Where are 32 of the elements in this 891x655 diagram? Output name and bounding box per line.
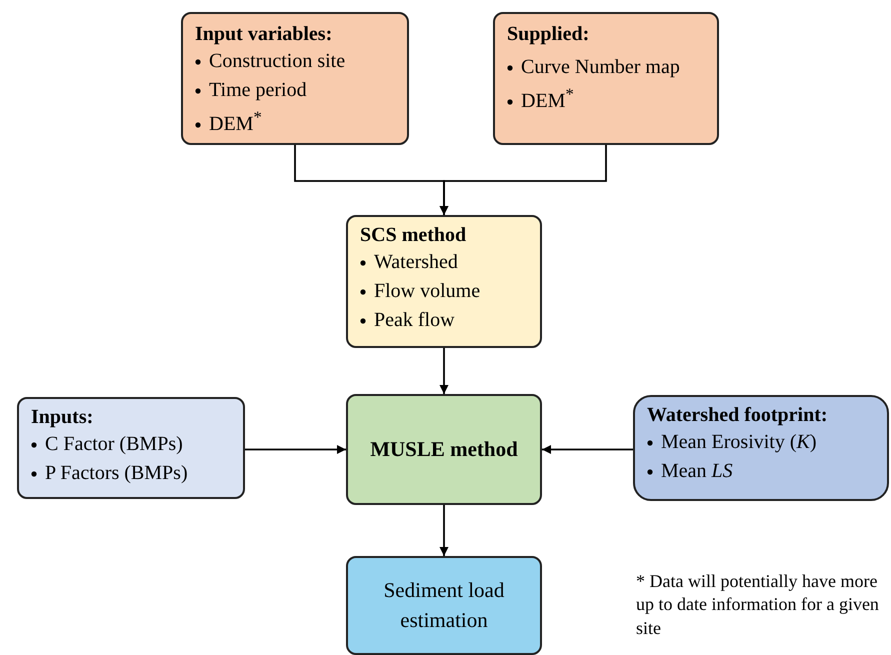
- output-label: Sediment load estimation: [382, 577, 506, 634]
- box-heading: Inputs:: [31, 405, 94, 430]
- bullet-item: Flow volume: [374, 280, 480, 302]
- bullet-item: Time period: [209, 79, 307, 101]
- arrow: [245, 445, 346, 454]
- arrow: [440, 505, 448, 556]
- process-box: [346, 394, 542, 505]
- input-box: [181, 12, 409, 145]
- process-box: [346, 215, 542, 348]
- bullet-item: C Factor (BMPs): [45, 433, 183, 455]
- bullet-item: P Factors (BMPs): [45, 462, 188, 484]
- bullet-item: DEM$^{*}$: [209, 112, 262, 135]
- arrow: [440, 348, 448, 394]
- input-box: [493, 12, 719, 145]
- bullet-item: Curve Number map: [521, 56, 680, 78]
- arrow: [440, 145, 607, 215]
- box-heading: Input variables:: [195, 22, 334, 47]
- box-heading: Supplied:: [507, 22, 590, 47]
- bullet-item: DEM$^{*}$: [521, 90, 574, 112]
- footnote: * Data will potentially have more up to date information for a given site: [636, 570, 880, 640]
- bullet-item: Watershed: [374, 251, 458, 273]
- bullet-item: Mean Erosivity (K): [661, 431, 817, 453]
- bullet-item: Peak flow: [374, 309, 455, 331]
- bullet-item: Mean LS: [661, 460, 733, 482]
- box-heading: SCS method: [360, 223, 468, 248]
- bullet-item: Construction site: [209, 50, 346, 72]
- output-box: [346, 556, 542, 655]
- input-box: [17, 397, 245, 499]
- box-heading: Watershed footprint:: [647, 403, 829, 428]
- arrow: [542, 445, 633, 454]
- input-box: [633, 395, 889, 501]
- process-title: MUSLE method: [370, 436, 518, 463]
